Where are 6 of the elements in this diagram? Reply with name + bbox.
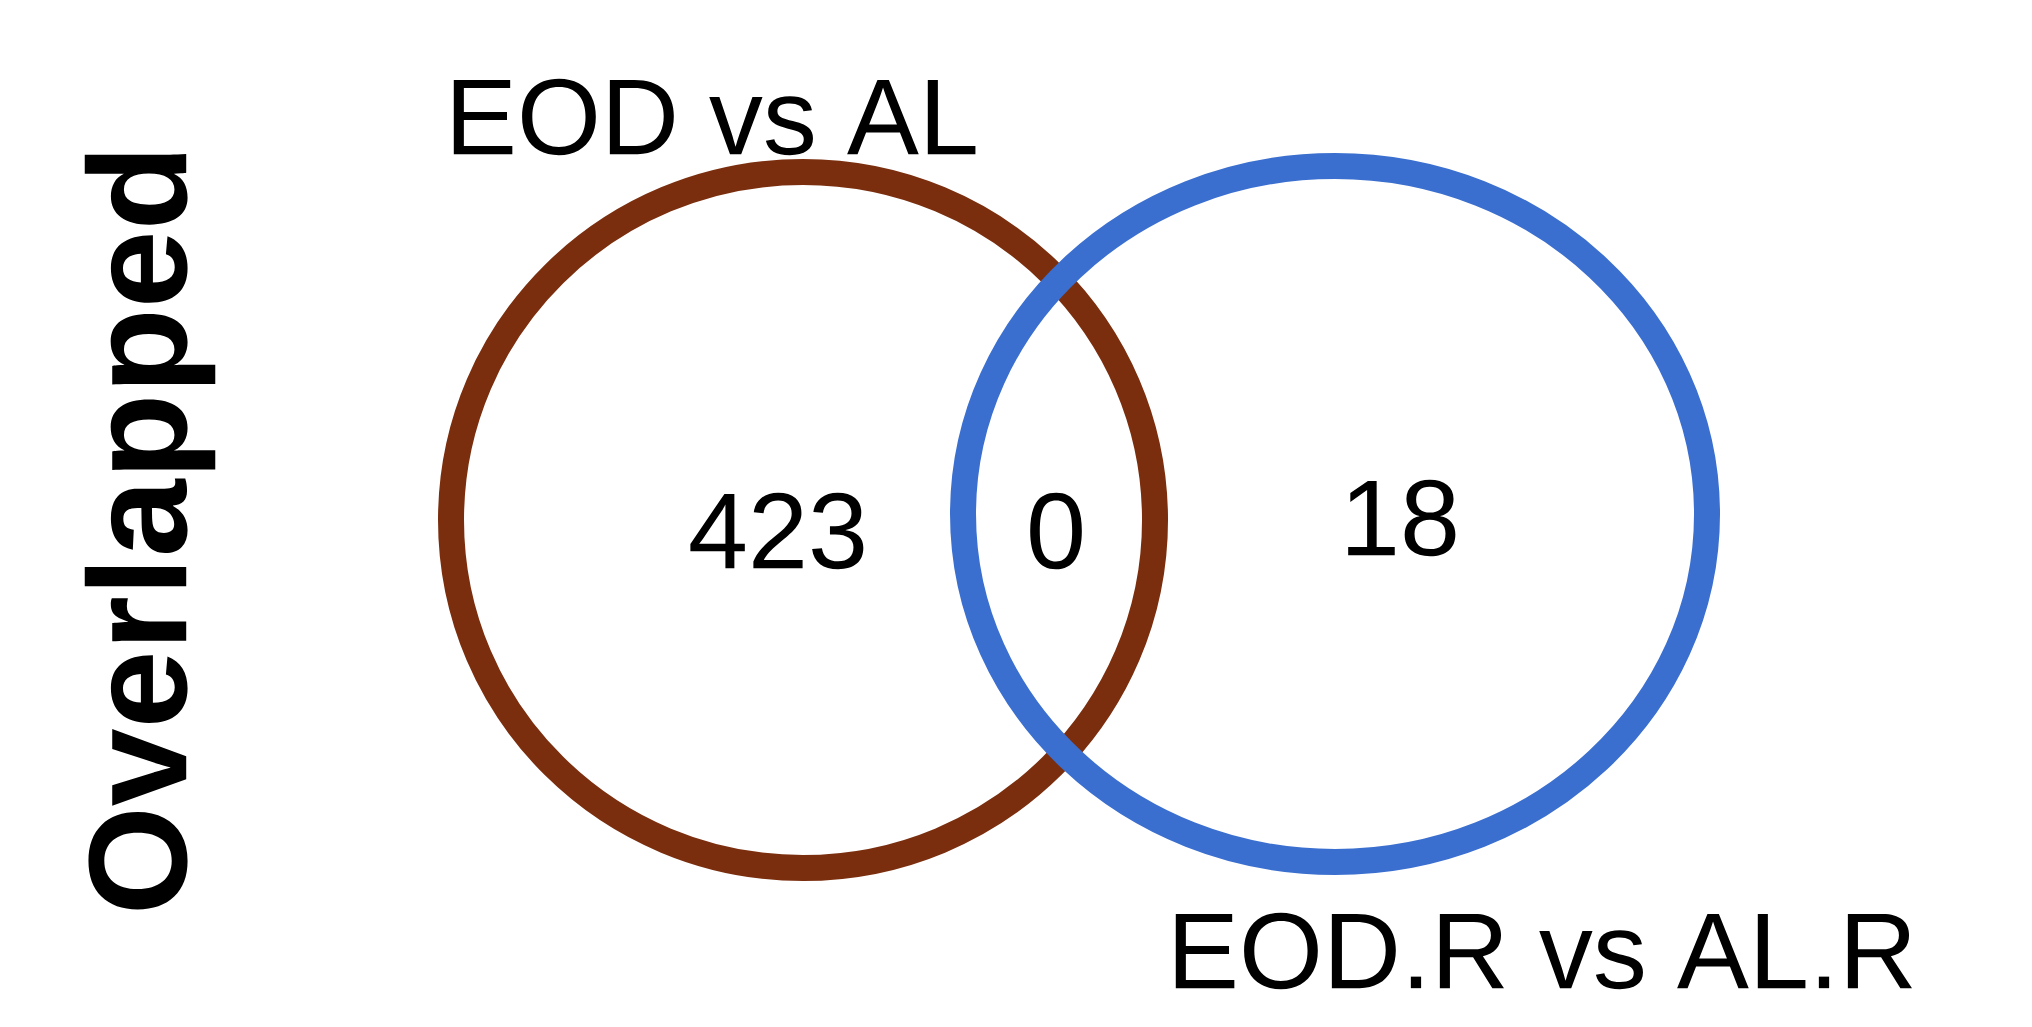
set-label: EOD.R vs AL.R (1175, 912, 1912, 990)
set-label: EOD vs AL (453, 78, 976, 156)
count-label: 423 (690, 492, 864, 570)
count-label: 18 (1348, 479, 1456, 557)
title: Overlapped (84, 154, 216, 910)
count-label: 0 (1030, 492, 1082, 570)
